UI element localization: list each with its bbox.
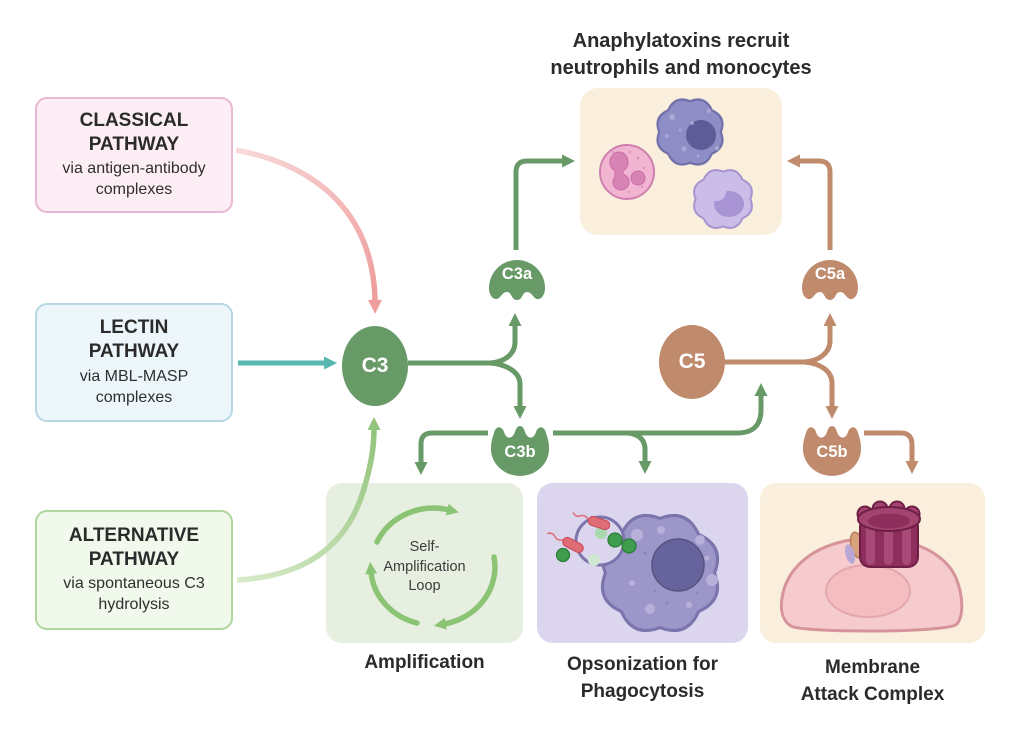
arrow-alternative-to-c3	[236, 416, 381, 583]
c3a-fragment-icon	[489, 260, 545, 300]
arrow-c5a-to-recruitment	[786, 154, 833, 250]
lectin-pathway-box: LECTIN PATHWAY via MBL-MASP complexes	[35, 303, 233, 422]
c5a-fragment-icon	[802, 260, 858, 300]
amplification-caption: Amplification	[364, 652, 485, 673]
lymphocyte-cell-icon	[693, 169, 753, 229]
protein-c5: C5	[659, 325, 725, 399]
protein-c3: C3	[342, 326, 408, 406]
arrow-c3a-to-recruitment	[513, 154, 576, 250]
mac-caption: Membrane Attack Complex	[800, 657, 945, 705]
protein-c3a: C3a	[487, 252, 547, 304]
alternative-pathway-box: ALTERNATIVE PATHWAY via spontaneous C3 h…	[35, 510, 233, 630]
alternative-pathway-title: ALTERNATIVE PATHWAY	[68, 524, 200, 570]
phagocyte-illustration	[547, 512, 720, 633]
classical-pathway-title: CLASSICAL PATHWAY	[79, 109, 189, 155]
membrane-attack-complex-box	[760, 483, 985, 643]
arrow-c5-split	[725, 312, 839, 420]
mac-pore-icon	[844, 500, 921, 568]
lectin-pathway-subtitle: via MBL-MASP complexes	[79, 367, 189, 406]
anaphylatoxin-cells-box	[580, 88, 782, 235]
mac-illustration	[779, 500, 964, 633]
self-amplification-loop-arrows	[365, 503, 498, 630]
lectin-pathway-title: LECTIN PATHWAY	[88, 317, 180, 363]
phagocyte-cell-icon	[574, 513, 720, 633]
alternative-pathway-subtitle: via spontaneous C3 hydrolysis	[63, 575, 205, 614]
arrow-c5b-to-mac	[864, 430, 919, 475]
arrow-c3b-to-amplification	[414, 430, 488, 476]
opsonization-box	[537, 483, 748, 643]
immune-cells-illustration	[599, 98, 753, 229]
classical-pathway-box: CLASSICAL PATHWAY via antigen-antibody c…	[35, 97, 233, 213]
self-amplification-loop-label: Self-Amplification Loop	[383, 539, 466, 595]
arrow-c3b-to-c5	[553, 382, 768, 475]
protein-c5b: C5b	[800, 419, 864, 479]
monocyte-cell-icon	[656, 98, 724, 166]
opsonization-caption: Opsonization for Phagocytosis	[567, 654, 718, 702]
c3b-fragment-icon	[490, 426, 550, 476]
arrow-c3-split	[408, 312, 527, 420]
c5b-fragment-icon	[802, 426, 862, 476]
protein-c5a: C5a	[800, 252, 860, 304]
classical-pathway-subtitle: via antigen-antibody complexes	[62, 160, 206, 199]
anaphylatoxins-title: Anaphylatoxins recruit neutrophils and m…	[550, 30, 812, 79]
protein-c3b: C3b	[488, 419, 552, 479]
bacteria-icons	[547, 512, 637, 566]
neutrophil-cell-icon	[599, 144, 655, 200]
arrow-classical-to-c3	[235, 147, 382, 314]
